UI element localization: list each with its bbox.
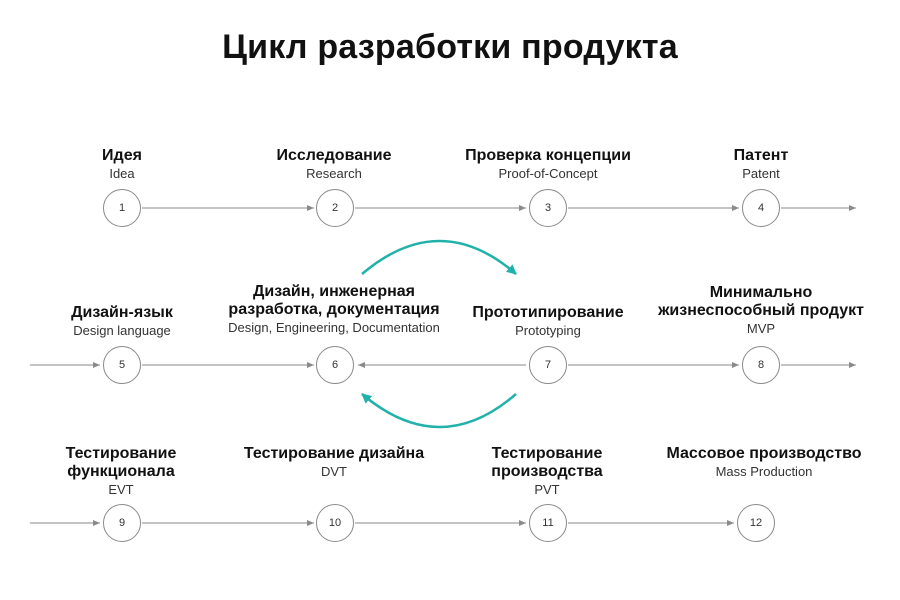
step-3-label: Проверка концепции Proof-of-Concept xyxy=(428,147,668,182)
step-5-subtitle: Design language xyxy=(73,323,171,338)
step-12-subtitle: Mass Production xyxy=(715,464,813,479)
step-1-label: Идея Idea xyxy=(2,147,242,182)
step-9-subtitle: EVT xyxy=(108,482,134,497)
step-3-title: Проверка концепции xyxy=(465,147,631,164)
step-11-label: Тестирование производства PVT xyxy=(447,445,647,498)
cycle-arrow-bottom xyxy=(361,393,517,429)
step-4-node: 4 xyxy=(742,189,780,227)
step-10-label: Тестирование дизайна DVT xyxy=(234,445,434,480)
step-10-title: Тестирование дизайна xyxy=(243,445,425,462)
step-9-label: Тестирование функционала EVT xyxy=(21,445,221,498)
step-6-title: Дизайн, инженерная разработка, документа… xyxy=(228,283,440,318)
step-7-subtitle: Prototyping xyxy=(515,323,581,338)
step-1-title: Идея xyxy=(102,147,142,164)
step-4-label: Патент Patent xyxy=(641,147,881,182)
step-4-title: Патент xyxy=(733,147,789,164)
step-7-node: 7 xyxy=(529,346,567,384)
step-10-node: 10 xyxy=(316,504,354,542)
step-11-subtitle: PVT xyxy=(534,482,560,497)
step-8-subtitle: MVP xyxy=(746,321,776,336)
step-11-title: Тестирование производства xyxy=(491,445,603,480)
step-10-subtitle: DVT xyxy=(321,464,347,479)
step-6-label: Дизайн, инженерная разработка, документа… xyxy=(213,283,455,336)
step-3-subtitle: Proof-of-Concept xyxy=(498,166,598,181)
step-5-title: Дизайн-язык xyxy=(71,304,173,321)
step-7-title: Прототипирование xyxy=(472,304,624,321)
step-3-node: 3 xyxy=(529,189,567,227)
step-2-node: 2 xyxy=(316,189,354,227)
step-9-title: Тестирование функционала xyxy=(65,445,177,480)
step-12-node: 12 xyxy=(737,504,775,542)
step-8-label: Минимально жизнеспособный продукт MVP xyxy=(651,284,871,337)
step-7-label: Прототипирование Prototyping xyxy=(428,304,668,339)
step-8-title: Минимально жизнеспособный продукт xyxy=(658,284,864,319)
step-2-label: Исследование Research xyxy=(214,147,454,182)
step-8-node: 8 xyxy=(742,346,780,384)
cycle-arrow-top xyxy=(361,239,517,275)
step-6-node: 6 xyxy=(316,346,354,384)
step-1-node: 1 xyxy=(103,189,141,227)
step-2-title: Исследование xyxy=(276,147,392,164)
step-9-node: 9 xyxy=(103,504,141,542)
step-6-subtitle: Design, Engineering, Documentation xyxy=(228,320,440,335)
step-12-title: Массовое производство xyxy=(666,445,862,462)
step-1-subtitle: Idea xyxy=(109,166,135,181)
step-5-node: 5 xyxy=(103,346,141,384)
step-4-subtitle: Patent xyxy=(742,166,780,181)
step-11-node: 11 xyxy=(529,504,567,542)
step-2-subtitle: Research xyxy=(306,166,362,181)
step-5-label: Дизайн-язык Design language xyxy=(2,304,242,339)
diagram-title: Цикл разработки продукта xyxy=(222,28,678,66)
step-12-label: Массовое производство Mass Production xyxy=(664,445,864,480)
